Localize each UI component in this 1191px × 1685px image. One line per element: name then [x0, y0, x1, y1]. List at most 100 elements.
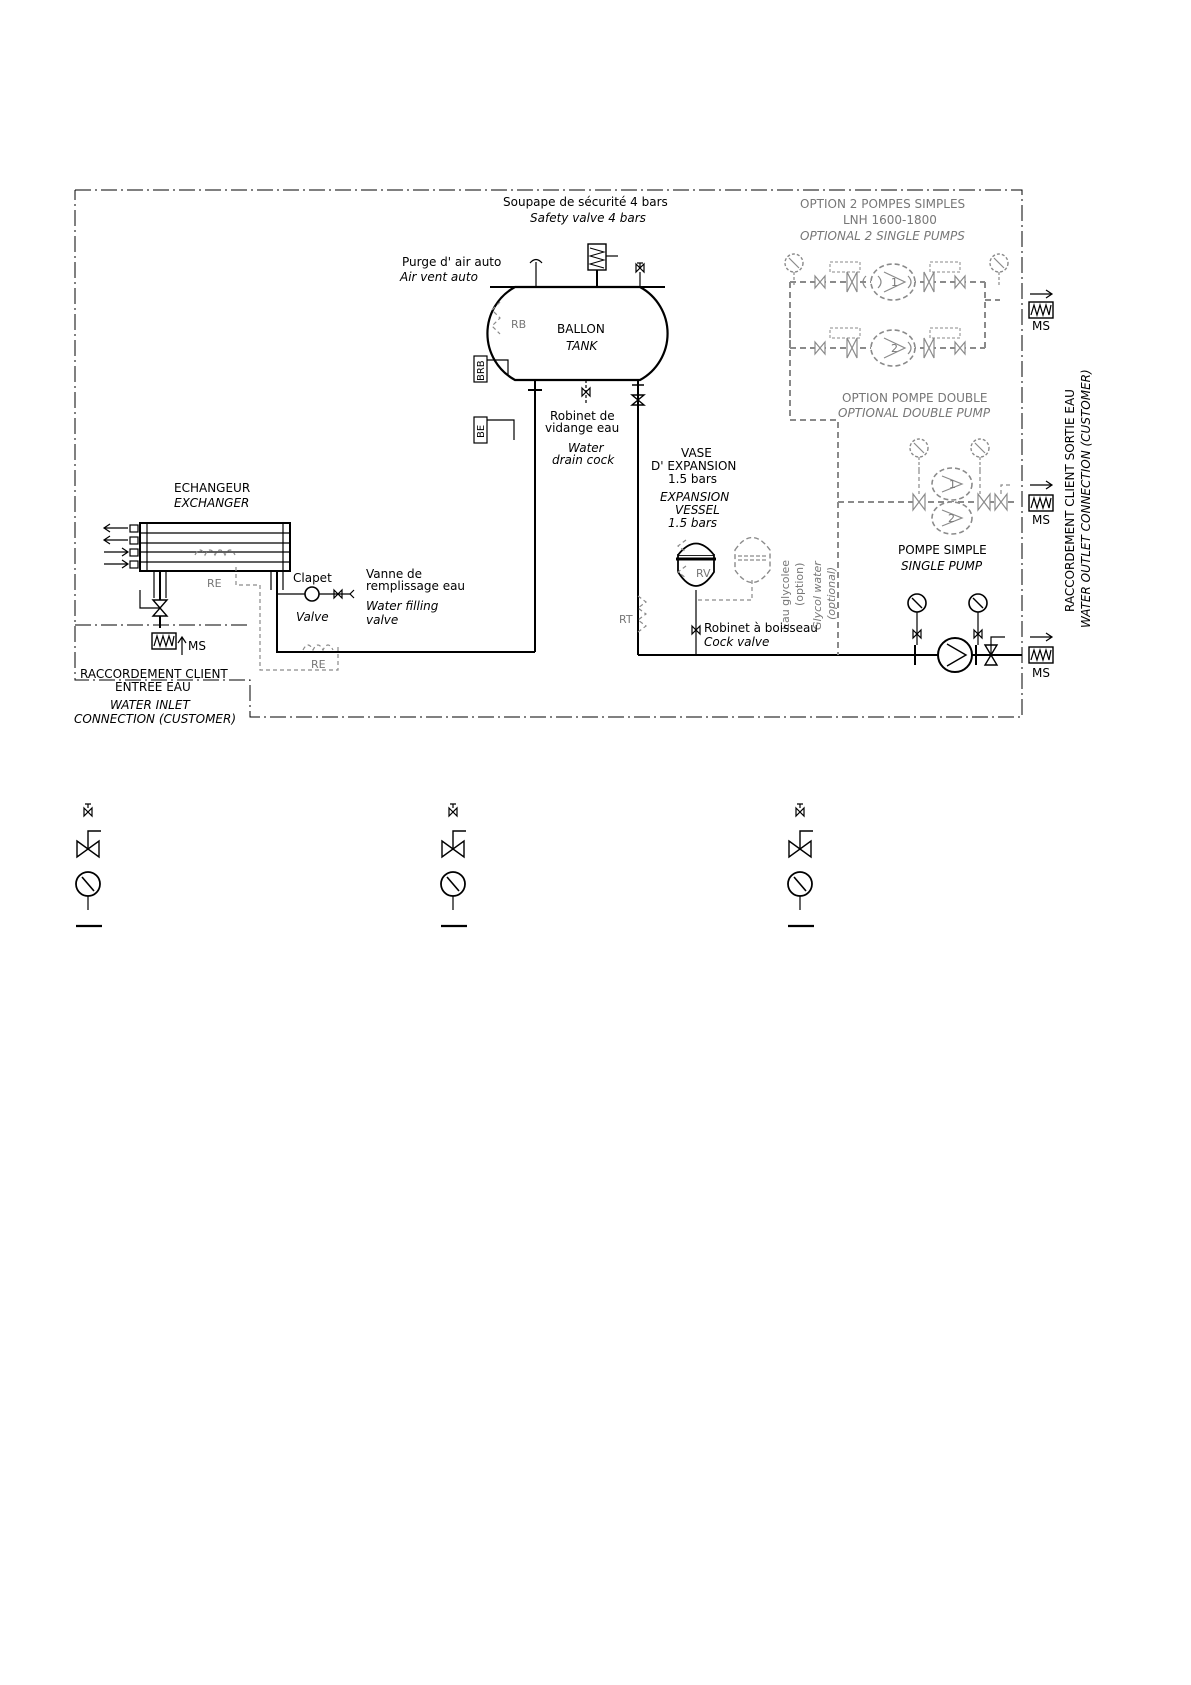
option-pump-1-label: 1	[891, 276, 898, 289]
inlet-label-en-2: CONNECTION (CUSTOMER)	[74, 712, 236, 726]
outlet-label-fr: RACCORDEMENT CLIENT SORTIE EAU	[1063, 389, 1077, 612]
option-double-pump	[838, 467, 1015, 535]
fill-connection-icon	[349, 589, 355, 599]
gauge-valve-in-icon	[912, 628, 922, 640]
exp-label-en-2: VESSEL	[675, 503, 720, 517]
fill-label-fr-2: remplissage eau	[366, 579, 465, 593]
double-pump-label-fr: OPTION POMPE DOUBLE	[842, 391, 987, 405]
single-pump-gauge-in-icon	[907, 593, 927, 626]
two-pumps-label-en: OPTIONAL 2 SINGLE PUMPS	[800, 229, 965, 243]
option-pump-gauge-left-icon	[784, 253, 804, 286]
option-double-gauge-left-icon	[909, 438, 929, 471]
re-label-pipe: RE	[311, 658, 326, 671]
outlet-ms-label-1: MS	[1032, 319, 1050, 333]
single-pump-gauge-out-icon	[968, 593, 988, 626]
option-pump-gauge-right-icon	[989, 253, 1009, 286]
rt-heater-icon	[637, 595, 647, 633]
exp-label-fr-1: VASE	[681, 446, 712, 460]
outlet-ms-icon-3	[1028, 646, 1054, 664]
cock-valve-label-en: Cock valve	[704, 635, 769, 649]
outlet-ms-icon-1	[1028, 301, 1054, 319]
glycol-label-fr-2: (option)	[793, 563, 806, 606]
re-label-exchanger: RE	[207, 577, 222, 590]
be-label: BE	[476, 425, 487, 438]
inlet-arrow-icon	[177, 635, 187, 655]
single-pump-label-en: SINGLE PUMP	[901, 559, 983, 573]
exp-label-fr-3: 1.5 bars	[668, 472, 717, 486]
return-pipe-bottom	[276, 569, 535, 653]
fill-label-en-2: valve	[366, 613, 398, 627]
cock-valve-label-fr: Robinet à boisseau	[704, 621, 818, 635]
be-lead	[487, 419, 515, 440]
outlet-ms-icon-2	[1028, 494, 1054, 512]
option-double-pump-1-label: 1	[949, 478, 956, 491]
exchanger-label-en: EXCHANGER	[174, 496, 249, 510]
tank-label-en: TANK	[566, 339, 598, 353]
tank-top-valve-icon	[635, 262, 645, 273]
safety-valve-label-fr: Soupape de sécurité 4 bars	[503, 195, 668, 209]
single-pump-icon	[914, 636, 1022, 673]
tank	[486, 285, 669, 382]
brb-box	[473, 355, 488, 383]
inlet-label-fr-1: RACCORDEMENT CLIENT	[80, 667, 228, 681]
option-double-pump-2-label: 2	[948, 512, 955, 525]
be-box	[473, 416, 488, 444]
inlet-ms-label: MS	[188, 639, 206, 653]
drain-label-en-1: Water	[568, 441, 605, 455]
outlet-arrow-3	[1030, 632, 1054, 642]
drain-label-en-2: drain cock	[552, 453, 615, 467]
legend-column-3	[787, 803, 814, 928]
option-two-pumps	[789, 261, 1000, 655]
outlet-ms-label-3: MS	[1032, 666, 1050, 680]
equipment-boundary	[74, 189, 1023, 718]
option-double-gauge-right-icon	[970, 438, 990, 471]
glycol-tank-icon	[696, 536, 771, 601]
exp-label-fr-2: D' EXPANSION	[651, 459, 736, 473]
drain-cock-icon	[581, 380, 591, 404]
rb-label: RB	[511, 318, 526, 331]
legend-column-1	[75, 803, 102, 928]
glycol-label-en-2: (optional)	[825, 567, 838, 620]
exchanger-icon	[102, 522, 291, 628]
clapet-label-en: Valve	[296, 610, 329, 624]
inlet-ms-icon	[151, 632, 177, 650]
exchanger-label-fr: ECHANGEUR	[174, 481, 250, 495]
two-pumps-label-fr-1: OPTION 2 POMPES SIMPLES	[800, 197, 965, 211]
single-pump-label-fr: POMPE SIMPLE	[898, 543, 987, 557]
tank-label-fr: BALLON	[557, 322, 605, 336]
clapet-label-fr: Clapet	[293, 571, 332, 585]
rb-heater-icon	[491, 301, 501, 335]
legend-column-2	[440, 803, 467, 928]
fill-valve-icon	[333, 588, 343, 600]
outlet-label-en: WATER OUTLET CONNECTION (CUSTOMER)	[1079, 369, 1093, 628]
re-heater-pipe-icon	[302, 644, 334, 652]
tank-outlet-valve-icon	[630, 384, 646, 406]
rt-label: RT	[619, 613, 633, 626]
rv-label: RV	[696, 567, 711, 580]
gauge-valve-out-icon	[973, 628, 983, 640]
glycol-label-fr-1: Eau glycolee	[779, 560, 792, 630]
option-pump-2-label: 2	[891, 342, 898, 355]
re-heater-circuit	[235, 567, 339, 671]
safety-valve-icon	[587, 243, 618, 287]
fill-label-en-1: Water filling	[366, 599, 439, 613]
expansion-vessel-icon	[676, 542, 716, 655]
inlet-label-fr-2: ENTREE EAU	[115, 680, 191, 694]
brb-lead	[487, 359, 509, 375]
check-valve-icon	[277, 586, 350, 602]
air-vent-label-en: Air vent auto	[399, 270, 478, 284]
rv-heater-icon	[677, 539, 687, 579]
glycol-label-en-1: Glycol water	[811, 560, 824, 630]
outlet-arrow-1	[1030, 289, 1054, 299]
safety-valve-label-en: Safety valve 4 bars	[530, 211, 646, 225]
brb-label: BRB	[476, 360, 487, 381]
outlet-arrow-2	[1030, 480, 1054, 490]
inlet-label-en-1: WATER INLET	[110, 698, 191, 712]
double-pump-label-en: OPTIONAL DOUBLE PUMP	[838, 406, 991, 420]
drain-label-fr-2: vidange eau	[545, 421, 619, 435]
two-pumps-label-fr-2: LNH 1600-1800	[843, 213, 937, 227]
exp-label-en-1: EXPANSION	[660, 490, 729, 504]
air-vent-label-fr: Purge d' air auto	[402, 255, 501, 269]
fill-label-fr-1: Vanne de	[366, 567, 422, 581]
